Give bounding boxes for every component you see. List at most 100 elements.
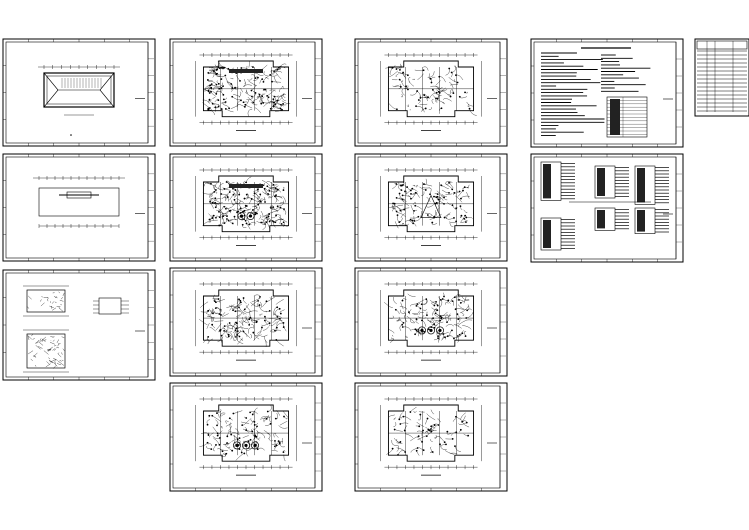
- wiring-run: [413, 310, 420, 315]
- fixture-symbol: [208, 218, 211, 221]
- wiring-run: [265, 76, 269, 80]
- wiring-run: [252, 206, 257, 208]
- sheet-floor-plan: [354, 382, 508, 492]
- wiring-run: [281, 219, 288, 223]
- wiring-run: [426, 196, 431, 202]
- wiring-run: [282, 411, 288, 418]
- detail-wiring: [59, 359, 62, 362]
- wiring-run: [436, 190, 445, 198]
- wiring-run: [466, 191, 470, 199]
- wiring-run: [235, 324, 238, 327]
- fixture-symbol: [403, 429, 406, 432]
- fixture-symbol: [268, 322, 271, 325]
- fixture-symbol: [207, 108, 210, 111]
- fixture-symbol: [417, 215, 420, 218]
- wiring-run: [221, 313, 229, 318]
- atrium-outline: [420, 194, 442, 219]
- fixture-symbol: [468, 107, 471, 110]
- wiring-run: [269, 205, 279, 213]
- detail-wiring: [27, 336, 30, 340]
- wiring-run: [218, 183, 224, 190]
- fixture-symbol: [265, 221, 268, 224]
- fixture-symbol: [442, 333, 445, 335]
- wiring-run: [212, 317, 214, 323]
- fixture-symbol: [242, 297, 245, 299]
- fixture-symbol: [278, 307, 281, 310]
- round-equipment-core: [244, 443, 248, 448]
- wiring-run: [251, 318, 257, 323]
- wiring-run: [274, 441, 284, 447]
- wiring-run: [279, 87, 283, 92]
- fixture-symbol: [423, 330, 426, 333]
- wiring-run: [216, 307, 221, 314]
- wiring-run: [442, 102, 446, 105]
- wiring-run: [458, 422, 467, 425]
- wiring-run: [245, 305, 252, 313]
- wiring-run: [257, 431, 266, 439]
- wiring-run: [250, 420, 254, 425]
- wiring-run: [273, 314, 282, 318]
- wiring-run: [393, 65, 396, 69]
- wiring-run: [231, 86, 239, 92]
- fixture-symbol: [219, 436, 221, 439]
- wiring-run: [424, 95, 429, 98]
- wiring-run: [230, 77, 234, 80]
- wiring-run: [215, 91, 224, 95]
- wiring-run: [252, 198, 262, 202]
- wiring-run: [228, 446, 231, 448]
- wiring-run: [274, 196, 282, 198]
- wiring-run: [212, 436, 221, 439]
- fixture-symbol: [451, 188, 454, 191]
- wiring-run: [246, 193, 249, 200]
- wiring-run: [275, 218, 284, 223]
- wiring-run: [270, 74, 278, 77]
- fixture-symbol: [443, 196, 445, 199]
- wiring-run: [251, 74, 256, 79]
- wiring-run: [434, 210, 436, 217]
- fixture-symbol: [223, 222, 226, 225]
- wiring-run: [417, 299, 425, 304]
- panel-schedule: [543, 164, 551, 199]
- wiring-run: [256, 93, 260, 98]
- fixture-symbol: [269, 74, 272, 76]
- fixture-symbol: [394, 308, 397, 311]
- wiring-run: [208, 213, 213, 219]
- fixture-symbol: [249, 316, 252, 319]
- wiring-run: [207, 316, 212, 322]
- wiring-run: [440, 437, 445, 443]
- wiring-run: [452, 90, 454, 91]
- wiring-run: [228, 324, 236, 331]
- wiring-run: [416, 105, 425, 113]
- fixture-symbol: [269, 107, 272, 110]
- fixture-symbol: [266, 410, 269, 413]
- wiring-run: [214, 182, 218, 190]
- wiring-run: [392, 204, 396, 209]
- fixture-symbol: [210, 83, 213, 86]
- wiring-run: [249, 311, 251, 318]
- wiring-run: [274, 196, 277, 203]
- fixture-symbol: [218, 67, 221, 70]
- wiring-run: [212, 97, 216, 99]
- wiring-run: [247, 77, 253, 81]
- wiring-run: [230, 103, 240, 109]
- wiring-run: [403, 416, 412, 421]
- wiring-run: [257, 327, 263, 334]
- sheet-inner-border: [5, 41, 149, 144]
- fixture-symbol: [416, 90, 419, 92]
- fixture-symbol: [406, 186, 409, 188]
- fixture-symbol: [427, 328, 430, 331]
- wiring-run: [261, 334, 268, 337]
- wiring-run: [400, 416, 403, 419]
- fixture-symbol: [220, 87, 223, 89]
- wiring-run: [253, 294, 261, 297]
- detail-wiring: [26, 306, 30, 309]
- wiring-run: [221, 336, 224, 343]
- fixture-symbol: [216, 68, 219, 71]
- fixture-symbol: [278, 441, 281, 444]
- wiring-run: [455, 74, 464, 81]
- fixture-symbol: [238, 437, 241, 440]
- fixture-symbol: [274, 439, 276, 442]
- wiring-run: [224, 445, 233, 451]
- wiring-run: [279, 421, 288, 426]
- fixture-symbol: [243, 105, 246, 108]
